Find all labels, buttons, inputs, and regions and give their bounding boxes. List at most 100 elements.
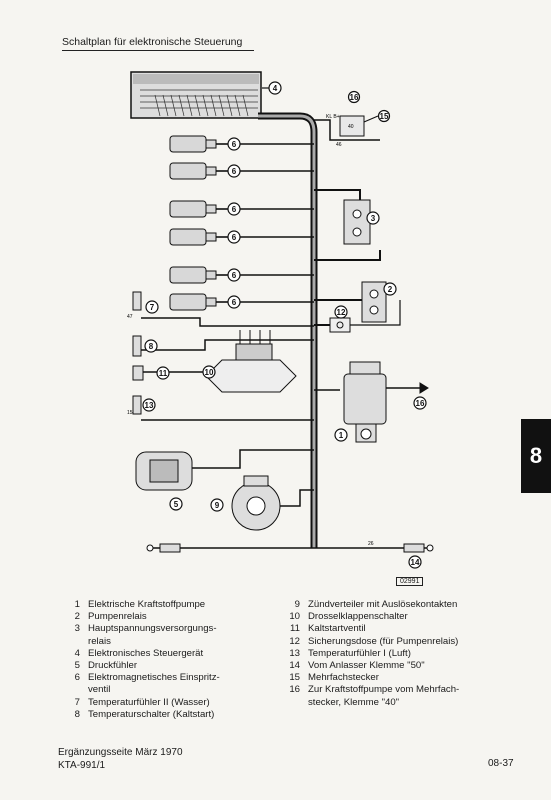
throttle-switch (205, 330, 297, 393)
callout-8: 8 (144, 339, 158, 353)
svg-text:8: 8 (149, 342, 154, 351)
svg-text:7: 7 (150, 303, 155, 312)
control-unit (130, 71, 262, 119)
legend-number: 7 (74, 696, 80, 708)
callout-15: 15 (377, 109, 391, 123)
injector (169, 293, 314, 311)
legend-item: 4 Elektronisches Steuergerät (62, 648, 262, 660)
svg-text:6: 6 (232, 298, 237, 307)
terminal-40-label: 40 (348, 124, 354, 130)
legend-item: 2 Pumpenrelais (62, 611, 262, 623)
legend-number: 10 (289, 611, 300, 623)
callout-16-pump: 16 (413, 396, 427, 410)
callout-9: 9 (210, 498, 224, 512)
callout-12: 12 (334, 305, 348, 319)
svg-text:12: 12 (337, 308, 346, 317)
legend-number: 9 (294, 599, 300, 610)
wiring-diagram: KL B+ 40 46 47 15 (127, 71, 434, 569)
callout-1: 1 (334, 428, 348, 442)
svg-text:6: 6 (232, 271, 237, 280)
svg-text:9: 9 (215, 501, 220, 510)
terminal-15-label: 15 (127, 410, 133, 416)
legend-text: Zündverteiler mit Auslösekontakten (308, 599, 458, 610)
footer-document-code: KTA-991/1 (58, 760, 106, 771)
terminal-46-label: 46 (336, 142, 342, 148)
svg-text:6: 6 (232, 233, 237, 242)
legend-text: Temperaturfühler II (Wasser) (88, 696, 210, 708)
callout-2: 2 (383, 282, 397, 296)
legend-number: 1 (74, 599, 80, 610)
legend-item: 7 Temperaturfühler II (Wasser) (62, 697, 262, 709)
legend-item: 3 Hauptspannungsversorgungs- relais (62, 623, 262, 647)
legend-text: Kaltstartventil (308, 623, 366, 635)
page-number: 08-37 (488, 758, 514, 769)
legend-text: Zur Kraftstoffpumpe vom Mehrfach- stecke… (308, 684, 460, 708)
callout-11: 11 (156, 366, 170, 380)
legend-item: 6 Elektromagnetisches Einspritz- ventil (62, 672, 262, 696)
callout-5: 5 (169, 497, 183, 511)
svg-text:2: 2 (388, 285, 393, 294)
legend-text: Drosselklappenschalter (308, 611, 408, 623)
legend-number: 13 (289, 647, 300, 659)
callout-10: 10 (202, 365, 216, 379)
pressure-sensor (135, 449, 314, 491)
legend-item: 10 Drosselklappenschalter (282, 611, 492, 623)
callout-13: 13 (142, 398, 156, 412)
starter-wire (146, 543, 434, 553)
legend-number: 5 (74, 660, 80, 672)
legend-number: 3 (74, 623, 80, 635)
legend-number: 12 (289, 635, 300, 647)
legend-item: 16 Zur Kraftstoffpumpe vom Mehrfach- stec… (282, 684, 492, 708)
callout-16-top: 16 (347, 90, 361, 104)
injector (169, 200, 314, 218)
legend-number: 16 (289, 684, 300, 696)
callouts: 4 16 15 6 6 6 6 6 6 3 2 12 7 8 10 11 13 … (142, 81, 427, 569)
terminal-47-label: 47 (127, 314, 133, 320)
legend-right: 9 Zündverteiler mit Auslösekontakten 10 Dr… (282, 599, 492, 709)
injector (169, 266, 314, 284)
section-tab: 8 (521, 419, 551, 493)
injector (169, 228, 314, 246)
svg-text:1: 1 (339, 431, 344, 440)
legend-number: 2 (74, 611, 80, 623)
wire-26-label: 26 (368, 541, 374, 547)
legend-text: Pumpenrelais (88, 611, 147, 623)
legend-text: Elektronisches Steuergerät (88, 647, 204, 659)
sensors-left (132, 291, 314, 421)
legend-text: Temperaturschalter (Kaltstart) (88, 708, 215, 720)
callout-6d: 6 (216, 230, 241, 244)
plug-connector (339, 115, 379, 137)
legend-number: 6 (74, 672, 80, 684)
injector (169, 162, 314, 180)
svg-text:13: 13 (145, 401, 154, 410)
legend-number: 4 (74, 647, 80, 659)
svg-text:14: 14 (411, 558, 420, 567)
callout-4: 4 (262, 81, 282, 95)
page-title: Schaltplan für elektronische Steuerung (62, 36, 254, 51)
svg-text:11: 11 (159, 369, 168, 378)
main-relay (343, 199, 371, 245)
callout-6a: 6 (216, 137, 241, 151)
callout-7: 7 (145, 300, 159, 314)
legend-number: 8 (74, 708, 80, 720)
svg-text:6: 6 (232, 140, 237, 149)
callout-6b: 6 (216, 164, 241, 178)
legend-text: Hauptspannungsversorgungs- relais (88, 623, 217, 647)
legend-number: 11 (290, 623, 300, 635)
svg-text:5: 5 (174, 500, 179, 509)
svg-text:6: 6 (232, 205, 237, 214)
svg-text:6: 6 (232, 167, 237, 176)
callout-14: 14 (408, 555, 422, 569)
callout-3: 3 (366, 211, 380, 225)
legend-text: Elektromagnetisches Einspritz- ventil (88, 672, 220, 696)
svg-text:15: 15 (380, 112, 389, 121)
legend-item: 9 Zündverteiler mit Auslösekontakten (282, 599, 492, 611)
fuse-box (329, 317, 351, 333)
injectors (169, 135, 314, 311)
main-harness (150, 112, 430, 549)
